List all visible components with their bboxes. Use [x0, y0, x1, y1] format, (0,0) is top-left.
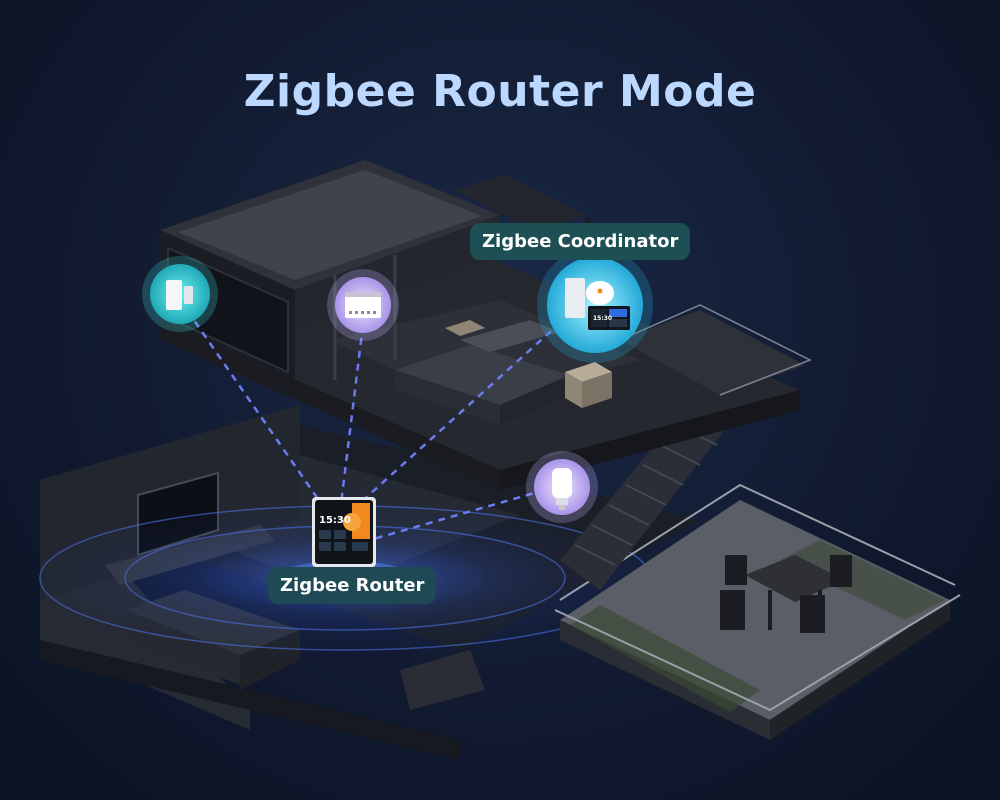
coordinator-screen-time: 15:30	[593, 315, 612, 322]
smart-panel-icon	[319, 503, 370, 551]
door-sensor-icon	[166, 280, 193, 310]
smart-switch-node[interactable]	[327, 269, 399, 341]
link-smart-switch	[338, 324, 365, 513]
radiator-valve-icon	[552, 468, 572, 510]
page-title: Zigbee Router Mode	[243, 66, 757, 117]
staircase	[560, 390, 740, 590]
patio	[554, 483, 961, 740]
link-radiator-valve	[369, 488, 546, 542]
radiator-valve-node[interactable]	[526, 451, 598, 523]
coordinator-node[interactable]: 15:30	[537, 247, 653, 363]
router-label: Zigbee Router	[268, 567, 437, 604]
link-door-sensor	[178, 299, 329, 513]
door-sensor-node[interactable]	[142, 256, 218, 332]
router-screen-time: 15:30	[319, 515, 351, 526]
zigbee-links	[178, 299, 581, 542]
smart-switch-icon	[345, 292, 381, 318]
zigbee-hub-icon	[565, 278, 630, 330]
router-device[interactable]: 15:30	[312, 497, 376, 567]
coordinator-label: Zigbee Coordinator	[470, 223, 691, 260]
